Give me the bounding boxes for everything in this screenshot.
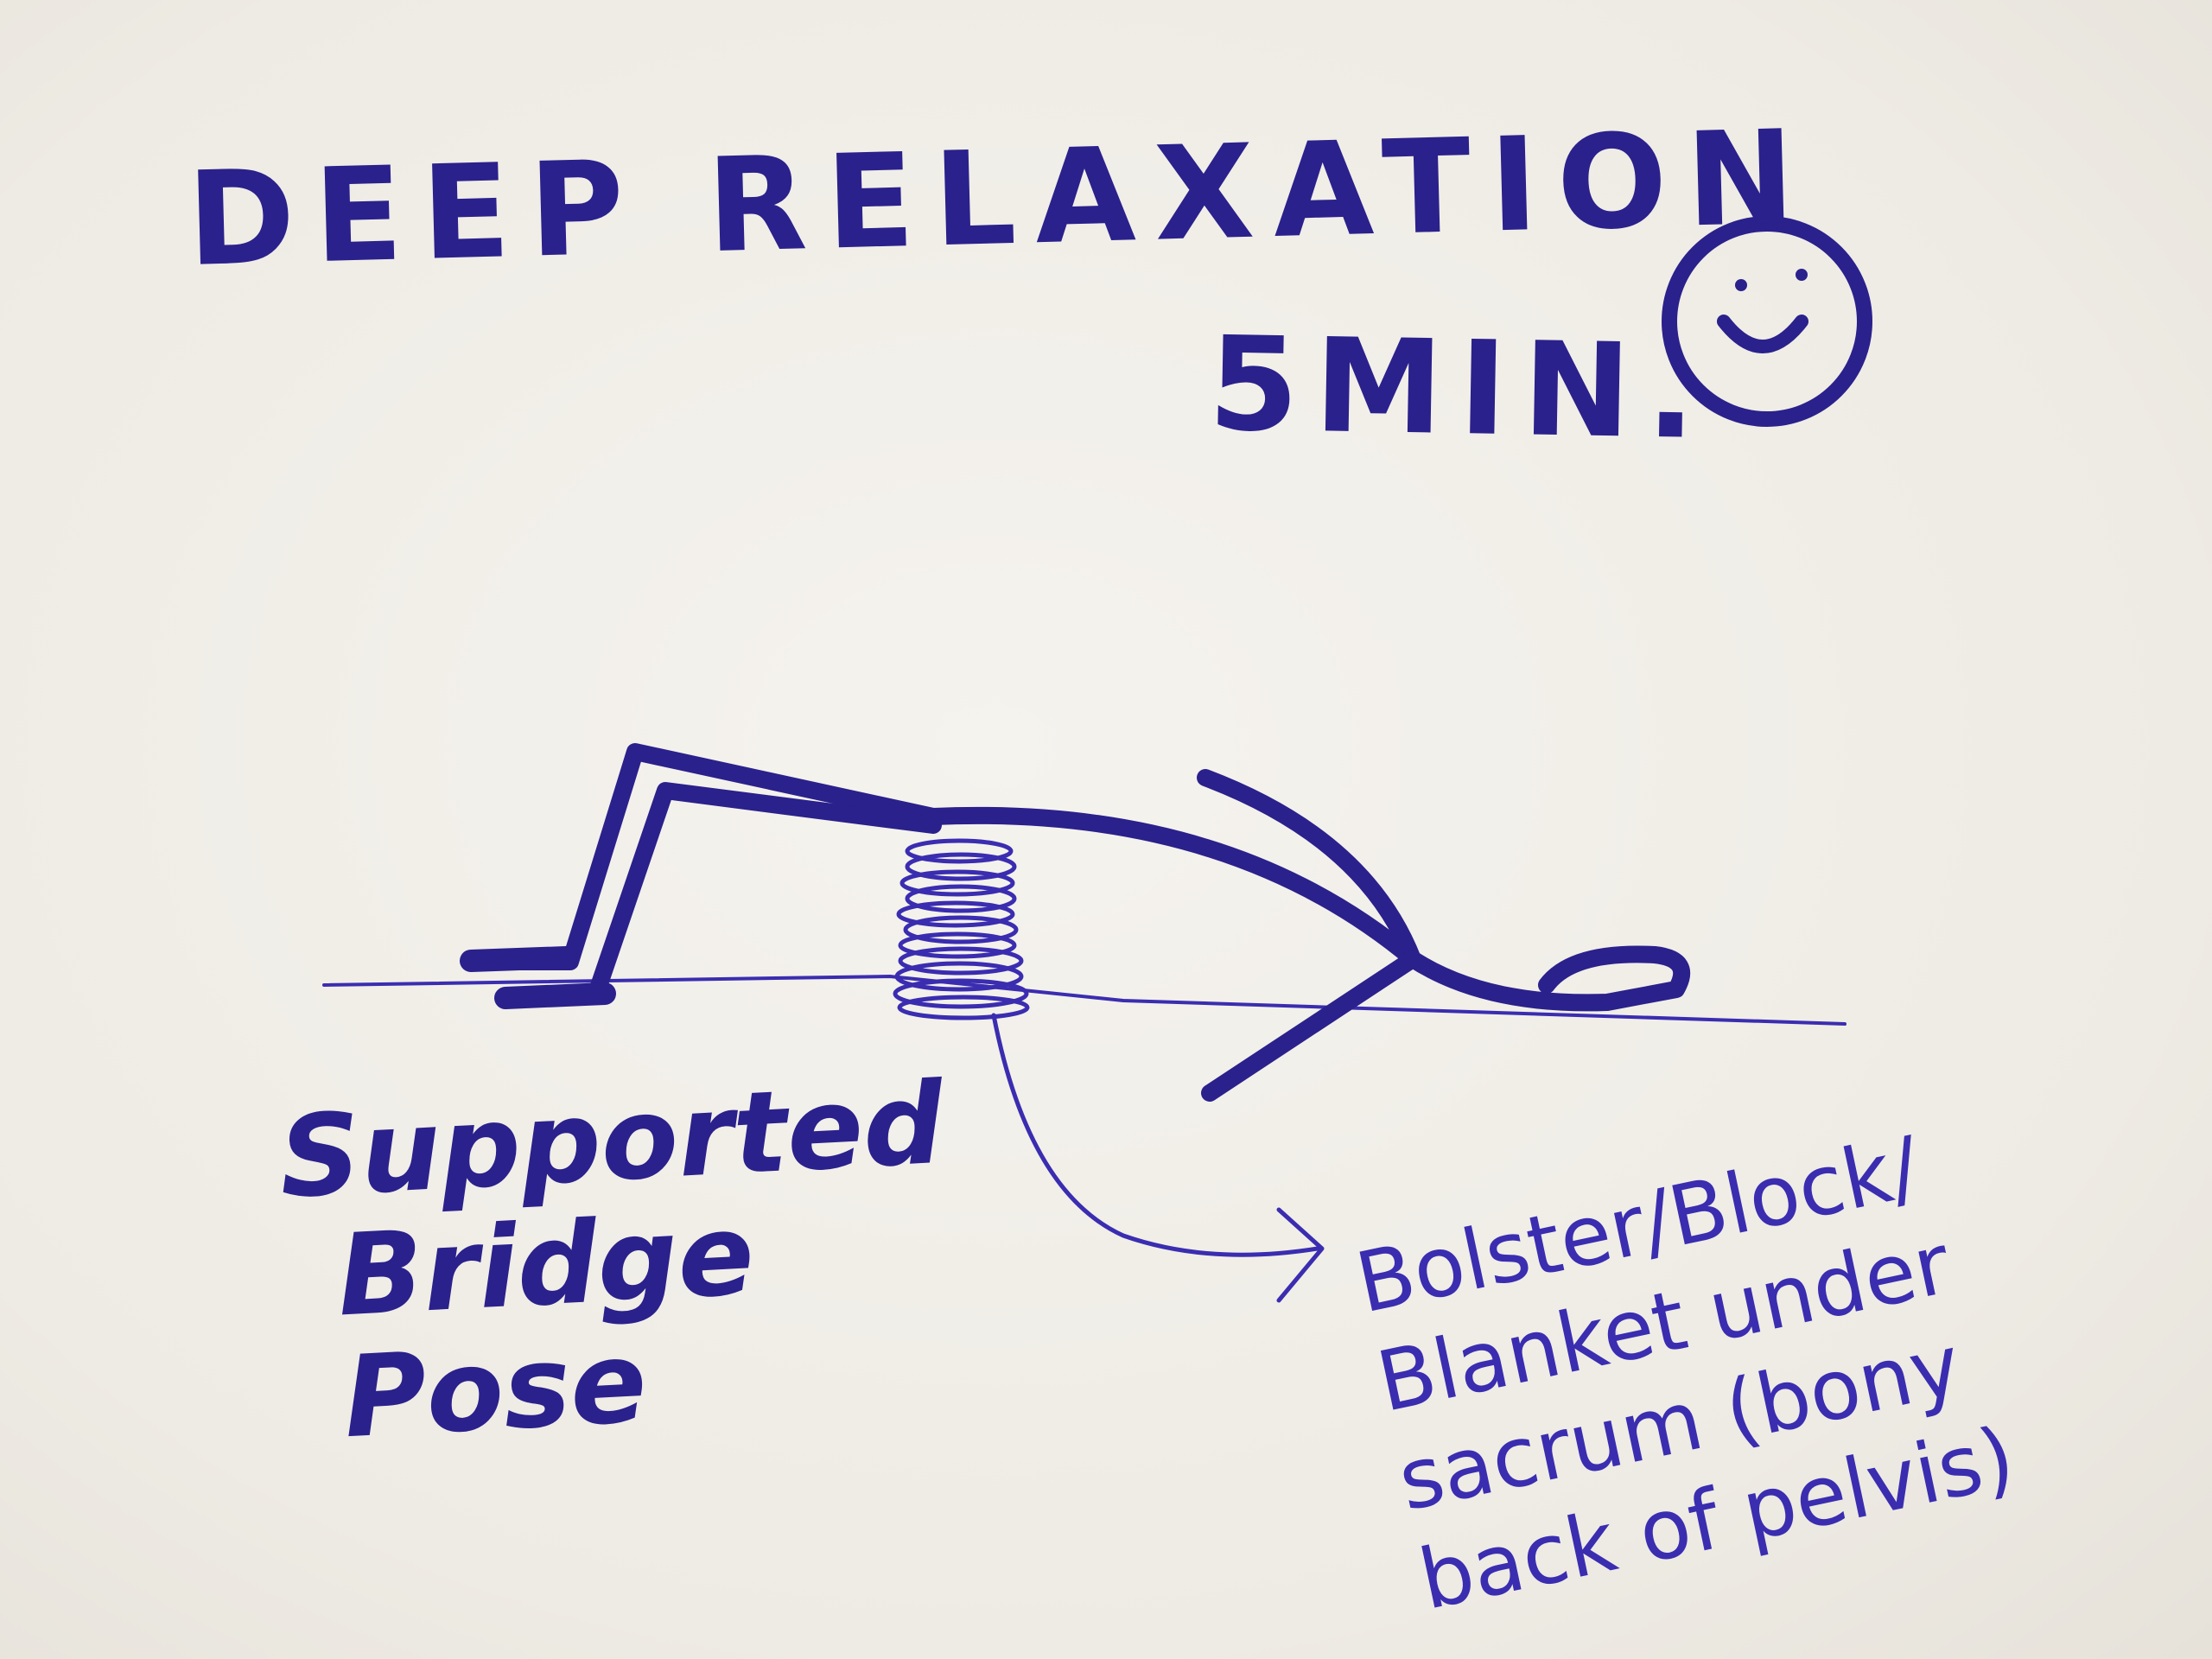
- arrow-icon: [991, 1013, 1325, 1303]
- duration-label: 5MIN.: [1207, 309, 1713, 469]
- pose-name: Supported Bridge Pose: [276, 1058, 959, 1463]
- page-title: DEEP RELAXATION: [185, 102, 1816, 296]
- stick-figure: [460, 743, 1691, 1102]
- bolster-block-icon: [893, 838, 1030, 1020]
- smiley-face-icon: [1662, 216, 1872, 427]
